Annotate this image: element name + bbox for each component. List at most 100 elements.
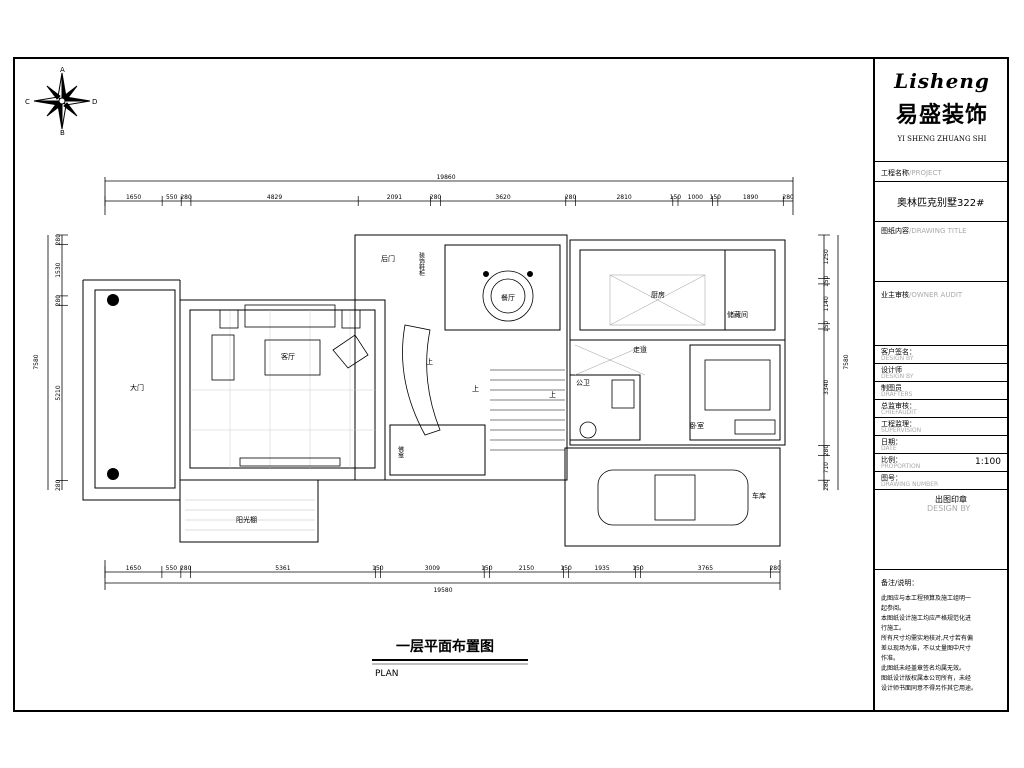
compass-s: B — [60, 129, 65, 137]
company-pinyin: YI SHENG ZHUANG SHI — [897, 135, 987, 143]
dim-bottom-4: 150 — [372, 565, 384, 572]
label-up-2: 上 — [549, 390, 556, 399]
drawing-frame — [13, 57, 1009, 712]
dim-right-5: 280 — [823, 445, 830, 457]
dim-top-total: 19860 — [436, 174, 455, 181]
living-floor-grid — [190, 310, 375, 468]
furniture — [211, 270, 776, 526]
dim-top-12: 1890 — [743, 194, 758, 201]
bottom-dimension-lines — [104, 560, 781, 590]
dim-right-2: 1140 — [823, 296, 830, 311]
dim-right-total: 7580 — [843, 354, 850, 369]
label-bath: 公卫 — [576, 379, 590, 387]
kitchen-floor-pattern — [574, 274, 706, 376]
note-line: 设计师书面同意不得另作其它用途。 — [881, 685, 978, 692]
label-up-1: 上 — [426, 357, 433, 366]
field-label-en: PROPORTION — [881, 463, 921, 470]
scale-value: 1:100 — [975, 457, 1001, 467]
field-row: 比例：PROPORTION 1:100 — [875, 453, 1009, 471]
compass-n: A — [60, 66, 65, 74]
notes-row: 备注/说明： 此图应与本工程预算及施工组明一起参阅。本图纸设计施工均应严格规范化… — [875, 569, 1009, 709]
label-up-3: 上 — [472, 384, 479, 393]
field-label-en: DRAFTERS — [881, 391, 913, 398]
dim-top-3: 4829 — [267, 194, 282, 201]
project-label-en: /PROJECT — [909, 169, 942, 177]
note-line: 此图纸未经盖章签名均属无效。 — [881, 665, 966, 672]
label-main-door: 大门 — [130, 383, 144, 392]
dim-right-7: 280 — [823, 479, 830, 491]
note-line: 此图应与本工程预算及施工组明一 — [881, 595, 972, 602]
dim-bottom-0: 1650 — [126, 565, 141, 572]
dim-bottom-7: 2150 — [519, 565, 534, 572]
field-label: 总监审核： — [881, 402, 916, 410]
label-decor-wall: 装饰鞋柜 — [418, 251, 425, 277]
notes-label: 备注/说明： — [881, 579, 919, 587]
stamp-label-en: DESIGN BY — [927, 504, 971, 513]
field-label-en: DESIGN BY — [881, 355, 914, 362]
label-living: 客厅 — [281, 352, 295, 361]
label-lounge: 卧室 — [690, 421, 704, 430]
dim-bottom-11: 3765 — [698, 565, 713, 572]
field-label: 图号： — [881, 474, 902, 482]
note-line: 本图纸设计施工均应严格规范化进 — [881, 615, 972, 622]
label-buddha: 佛龛 — [397, 445, 404, 459]
dim-right-6: 710 — [823, 462, 830, 474]
compass-e: D — [92, 98, 97, 106]
dim-bottom-12: 280 — [769, 565, 781, 572]
field-label: 日期： — [881, 438, 902, 446]
label-back-door: 后门 — [381, 254, 395, 263]
dim-top-2: 280 — [180, 194, 192, 201]
dim-top-0: 1650 — [126, 194, 141, 201]
dim-top-1: 550 — [166, 194, 178, 201]
field-label-en: DESIGN BY — [881, 373, 914, 380]
dim-left-total: 7580 — [33, 354, 40, 369]
project-label-row: 工程名称/PROJECT — [875, 161, 1009, 181]
column-top — [107, 294, 119, 306]
dim-left-3: 5210 — [55, 385, 62, 400]
field-label: 比例： — [881, 456, 902, 464]
dim-top-4: 2091 — [387, 194, 402, 201]
company-name: 易盛装饰 — [895, 103, 988, 128]
dim-left-2: 280 — [55, 295, 62, 307]
dim-bottom-5: 3009 — [425, 565, 440, 572]
field-row: 总监审核：CHIEFAUDIT — [875, 399, 1009, 417]
dim-left-4: 280 — [55, 479, 62, 491]
note-line: 差以现场为准，不以丈量图中尺寸 — [881, 645, 972, 652]
dim-right-1: 150 — [823, 275, 830, 287]
side-dimension-lines — [47, 235, 839, 490]
field-row: 工程监理：SUPERVISION — [875, 417, 1009, 435]
owner-label: 业主审核 — [881, 291, 909, 299]
project-label: 工程名称 — [881, 169, 909, 177]
dim-top-6: 3620 — [495, 194, 510, 201]
drawing-content-row: 图纸内容/DRAWING TITLE — [875, 221, 1009, 281]
label-aisle: 走道 — [633, 345, 647, 354]
stamp-row: 出图印章 DESIGN BY — [875, 489, 1009, 569]
note-line: 作准。 — [881, 655, 900, 662]
label-garage: 车库 — [752, 491, 766, 500]
logo-script: Lisheng — [894, 69, 990, 93]
dim-bottom-3: 5361 — [275, 565, 290, 572]
field-label: 设计师 — [881, 366, 902, 374]
dim-bottom-8: 150 — [560, 565, 572, 572]
field-label-en: DRAWING NUMBER — [881, 481, 939, 488]
dim-bottom-1: 550 — [166, 565, 178, 572]
dim-right-4: 3340 — [823, 379, 830, 394]
dim-top-7: 280 — [565, 194, 577, 201]
staircase — [490, 369, 565, 451]
field-label: 工程监理： — [881, 420, 916, 428]
dim-bottom-total: 19580 — [433, 587, 452, 594]
walls — [82, 234, 786, 547]
dim-top-9: 150 — [670, 194, 682, 201]
dim-bottom-6: 150 — [481, 565, 493, 572]
dim-top-11: 150 — [710, 194, 722, 201]
dim-bottom-2: 280 — [180, 565, 192, 572]
company-logo: Lisheng 易盛装饰 YI SHENG ZHUANG SHI — [875, 57, 1009, 161]
note-line: 所有尺寸均需实地核对,尺寸若有偏 — [881, 635, 973, 642]
field-label-en: DATE — [881, 445, 897, 452]
label-storage: 储藏间 — [727, 310, 748, 319]
note-line: 行施工。 — [881, 625, 906, 632]
